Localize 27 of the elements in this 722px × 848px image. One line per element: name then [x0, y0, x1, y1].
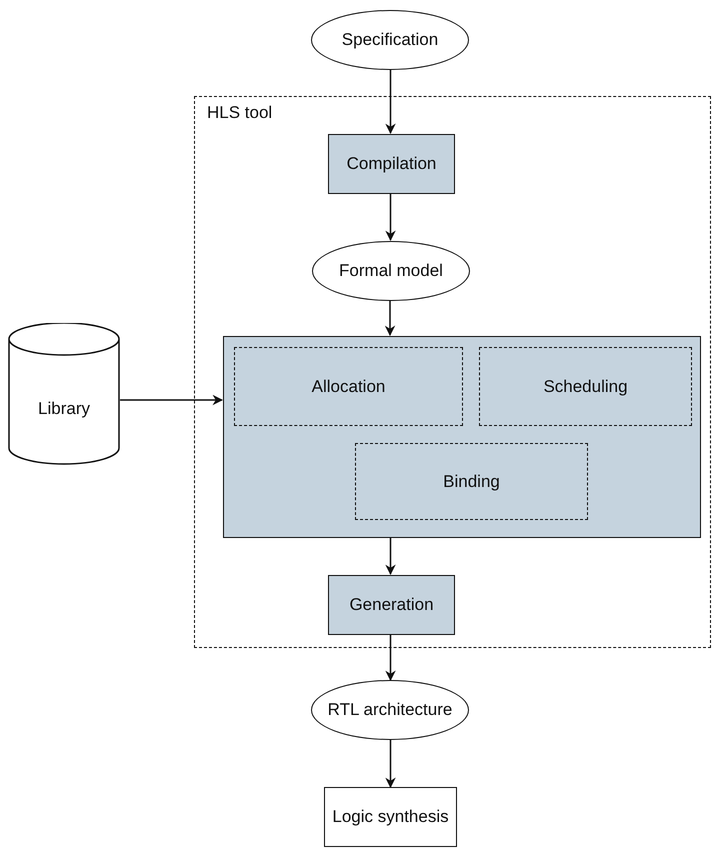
arrow: [385, 634, 396, 682]
node-label: Generation: [349, 595, 434, 615]
process-box: [324, 787, 457, 847]
tool-boundary: [194, 96, 711, 648]
arrow: [384, 300, 396, 336]
node-label: Compilation: [346, 154, 436, 174]
node-label: Allocation: [312, 376, 386, 396]
node-label: Formal model: [339, 261, 443, 281]
dashed-step-box: [234, 347, 463, 426]
node-label: RTL architecture: [328, 700, 452, 720]
node-label: Logic synthesis: [332, 807, 449, 827]
process-box: [328, 134, 455, 194]
dashed-step-box: [479, 347, 692, 426]
dashed-step-box: [355, 443, 588, 520]
process-box: [328, 575, 455, 635]
node-label: Binding: [443, 472, 500, 492]
arrow: [120, 394, 224, 406]
node-label: Scheduling: [543, 376, 628, 396]
process-box: [223, 336, 701, 538]
arrow: [385, 740, 396, 788]
group-heading: HLS tool: [207, 103, 272, 123]
arrow: [385, 537, 396, 576]
arrow: [385, 193, 396, 242]
node-label: Specification: [342, 30, 438, 50]
node-label: Library: [38, 399, 90, 419]
arrow: [385, 70, 396, 134]
database-cylinder: [8, 323, 120, 465]
